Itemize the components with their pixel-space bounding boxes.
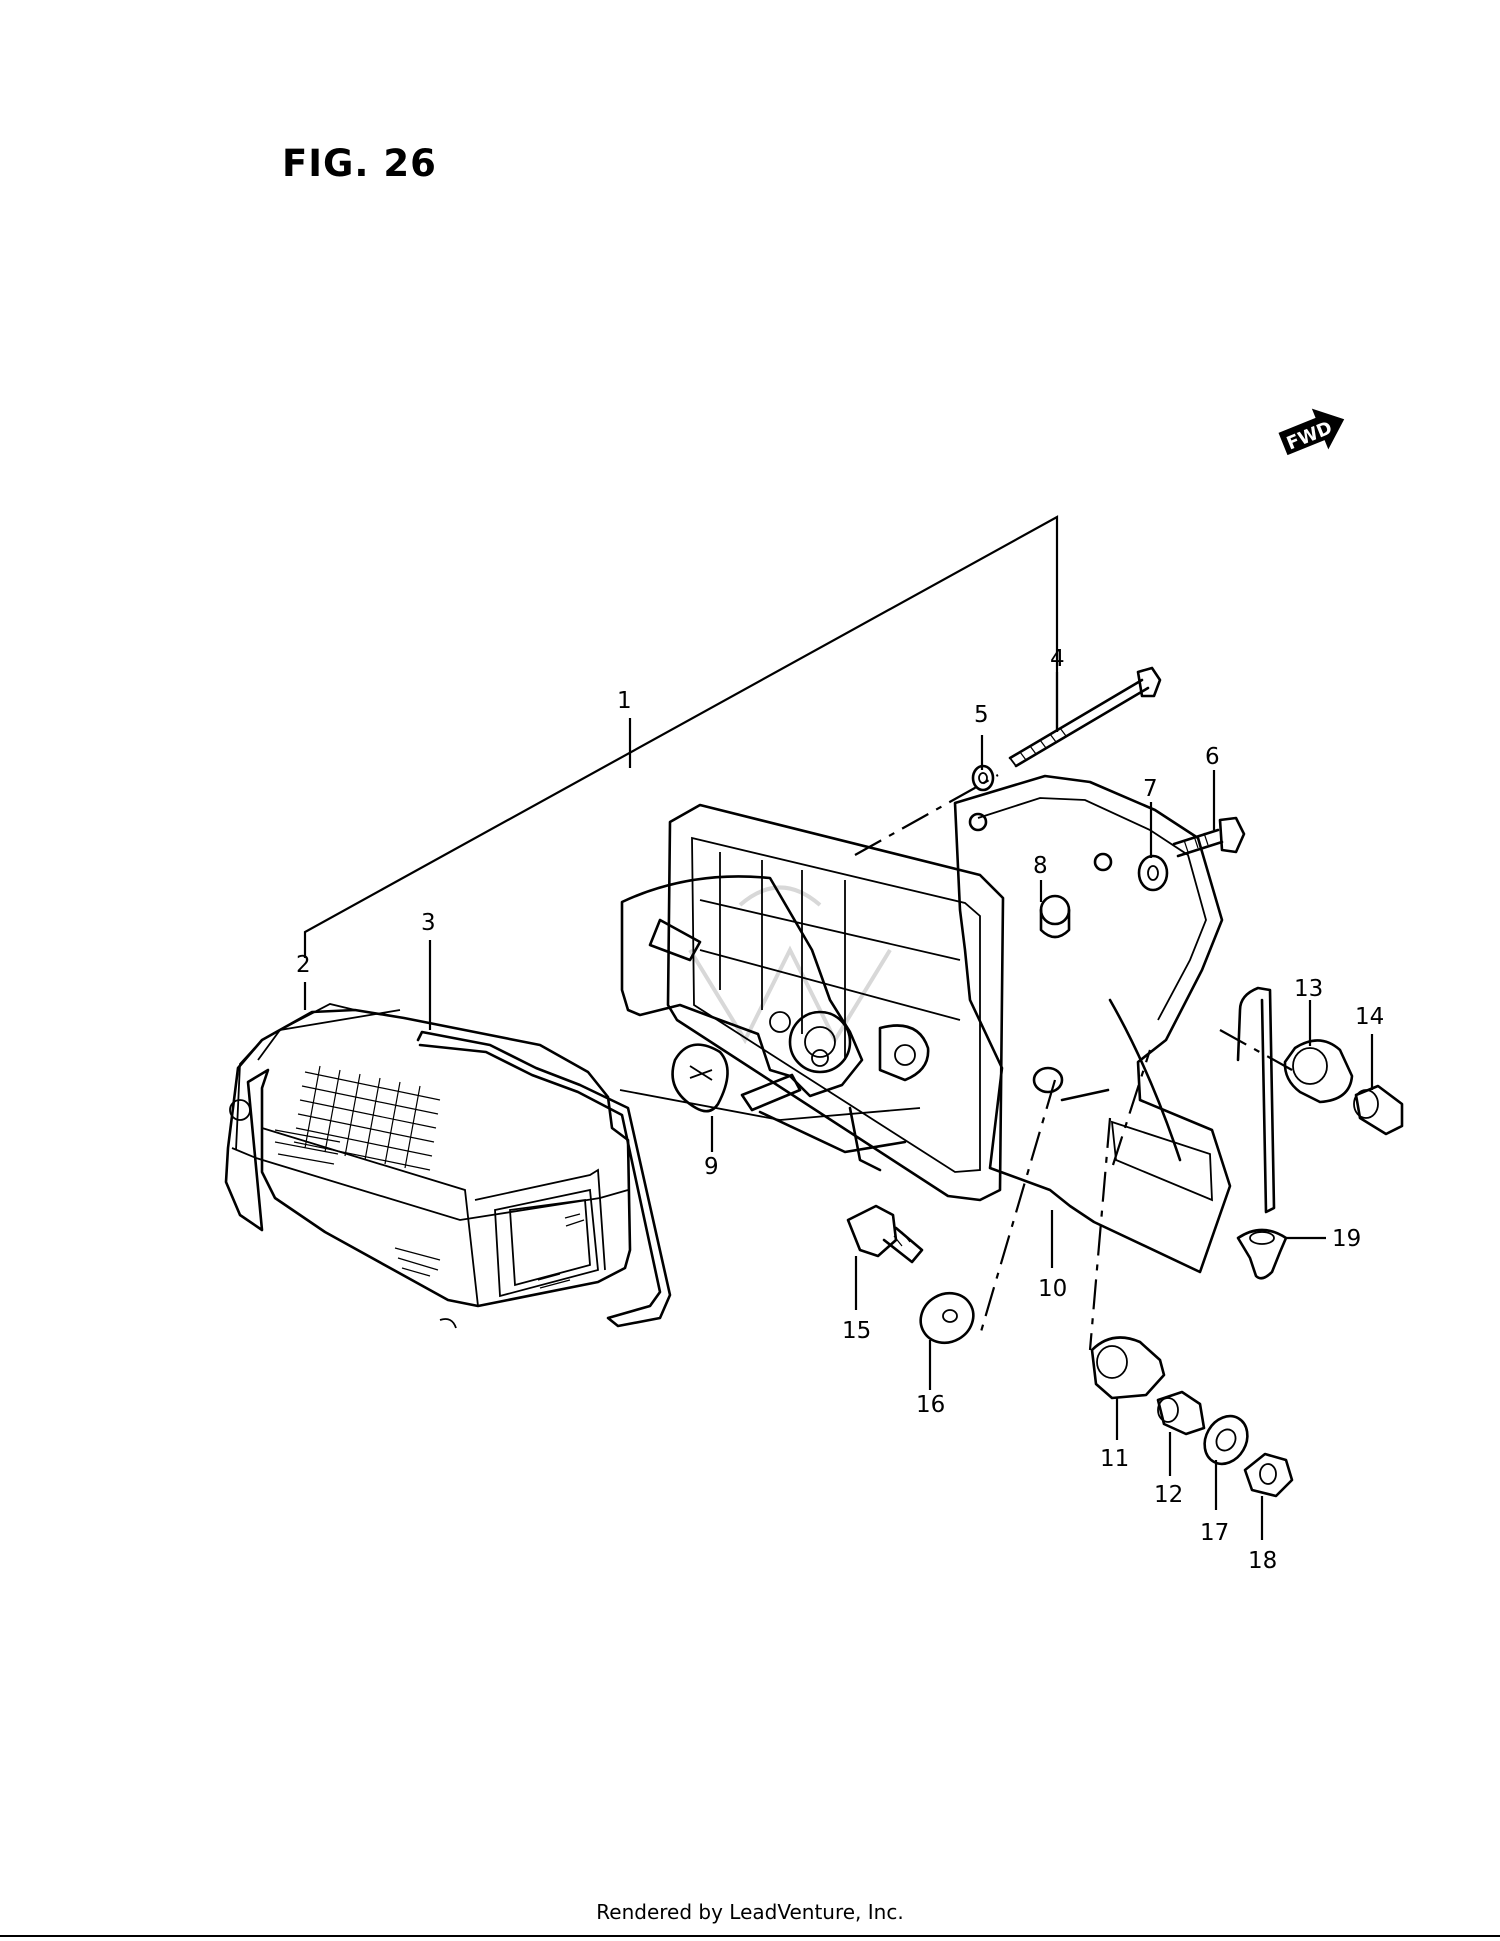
- figure-title: FIG. 26: [282, 142, 437, 185]
- callout-6: 6: [1205, 744, 1220, 770]
- callout-4: 4: [1050, 646, 1065, 672]
- callout-18: 18: [1248, 1548, 1277, 1574]
- callout-13: 13: [1294, 976, 1323, 1002]
- collar-12: [1156, 1390, 1206, 1436]
- callout-2: 2: [296, 952, 311, 978]
- washer-16: [919, 1291, 975, 1345]
- bolt-15: [846, 1204, 924, 1264]
- callout-14: 14: [1355, 1004, 1384, 1030]
- spacer-8: [1039, 894, 1071, 939]
- footer-divider: [0, 1935, 1500, 1937]
- callout-1: 1: [617, 688, 632, 714]
- callout-16: 16: [916, 1392, 945, 1418]
- grommet-11: [1090, 1336, 1166, 1400]
- callout-15: 15: [842, 1318, 871, 1344]
- nut-18: [1243, 1452, 1294, 1498]
- render-credit: Rendered by LeadVenture, Inc.: [596, 1900, 904, 1924]
- long-screw: [1008, 666, 1162, 768]
- callout-9: 9: [704, 1154, 719, 1180]
- callout-17: 17: [1200, 1520, 1229, 1546]
- callout-19: 19: [1332, 1226, 1361, 1252]
- callout-11: 11: [1100, 1446, 1129, 1472]
- callout-labels: 1 2 3 4 5 6 7 8 9 10 11 12 13 14 15 16 1…: [296, 646, 1384, 1574]
- bulb-socket: [620, 875, 930, 1172]
- washer-17: [1203, 1414, 1249, 1466]
- callout-12: 12: [1154, 1482, 1183, 1508]
- grommet-13: [1283, 1039, 1354, 1104]
- grommet-19: [1236, 1228, 1288, 1280]
- assembly-bracket-line: [303, 515, 1059, 958]
- callout-7: 7: [1143, 776, 1158, 802]
- callout-8: 8: [1033, 853, 1048, 879]
- callout-3: 3: [421, 910, 436, 936]
- washer-7: [1137, 854, 1169, 892]
- callout-5: 5: [974, 702, 989, 728]
- bolt-6: [1172, 816, 1246, 858]
- leader-lines: [303, 672, 1374, 1540]
- lens-gasket: [416, 1030, 672, 1328]
- callout-10: 10: [1038, 1276, 1067, 1302]
- watermark-logo: [688, 885, 892, 1045]
- tail-light-housing: [619, 803, 1005, 1202]
- assembly-centerlines: [854, 774, 1293, 1351]
- collar-14: [1353, 1084, 1404, 1136]
- license-bracket: [953, 774, 1276, 1274]
- fwd-arrow-icon: FWD: [1278, 408, 1345, 456]
- tail-light-lens: [224, 1003, 632, 1329]
